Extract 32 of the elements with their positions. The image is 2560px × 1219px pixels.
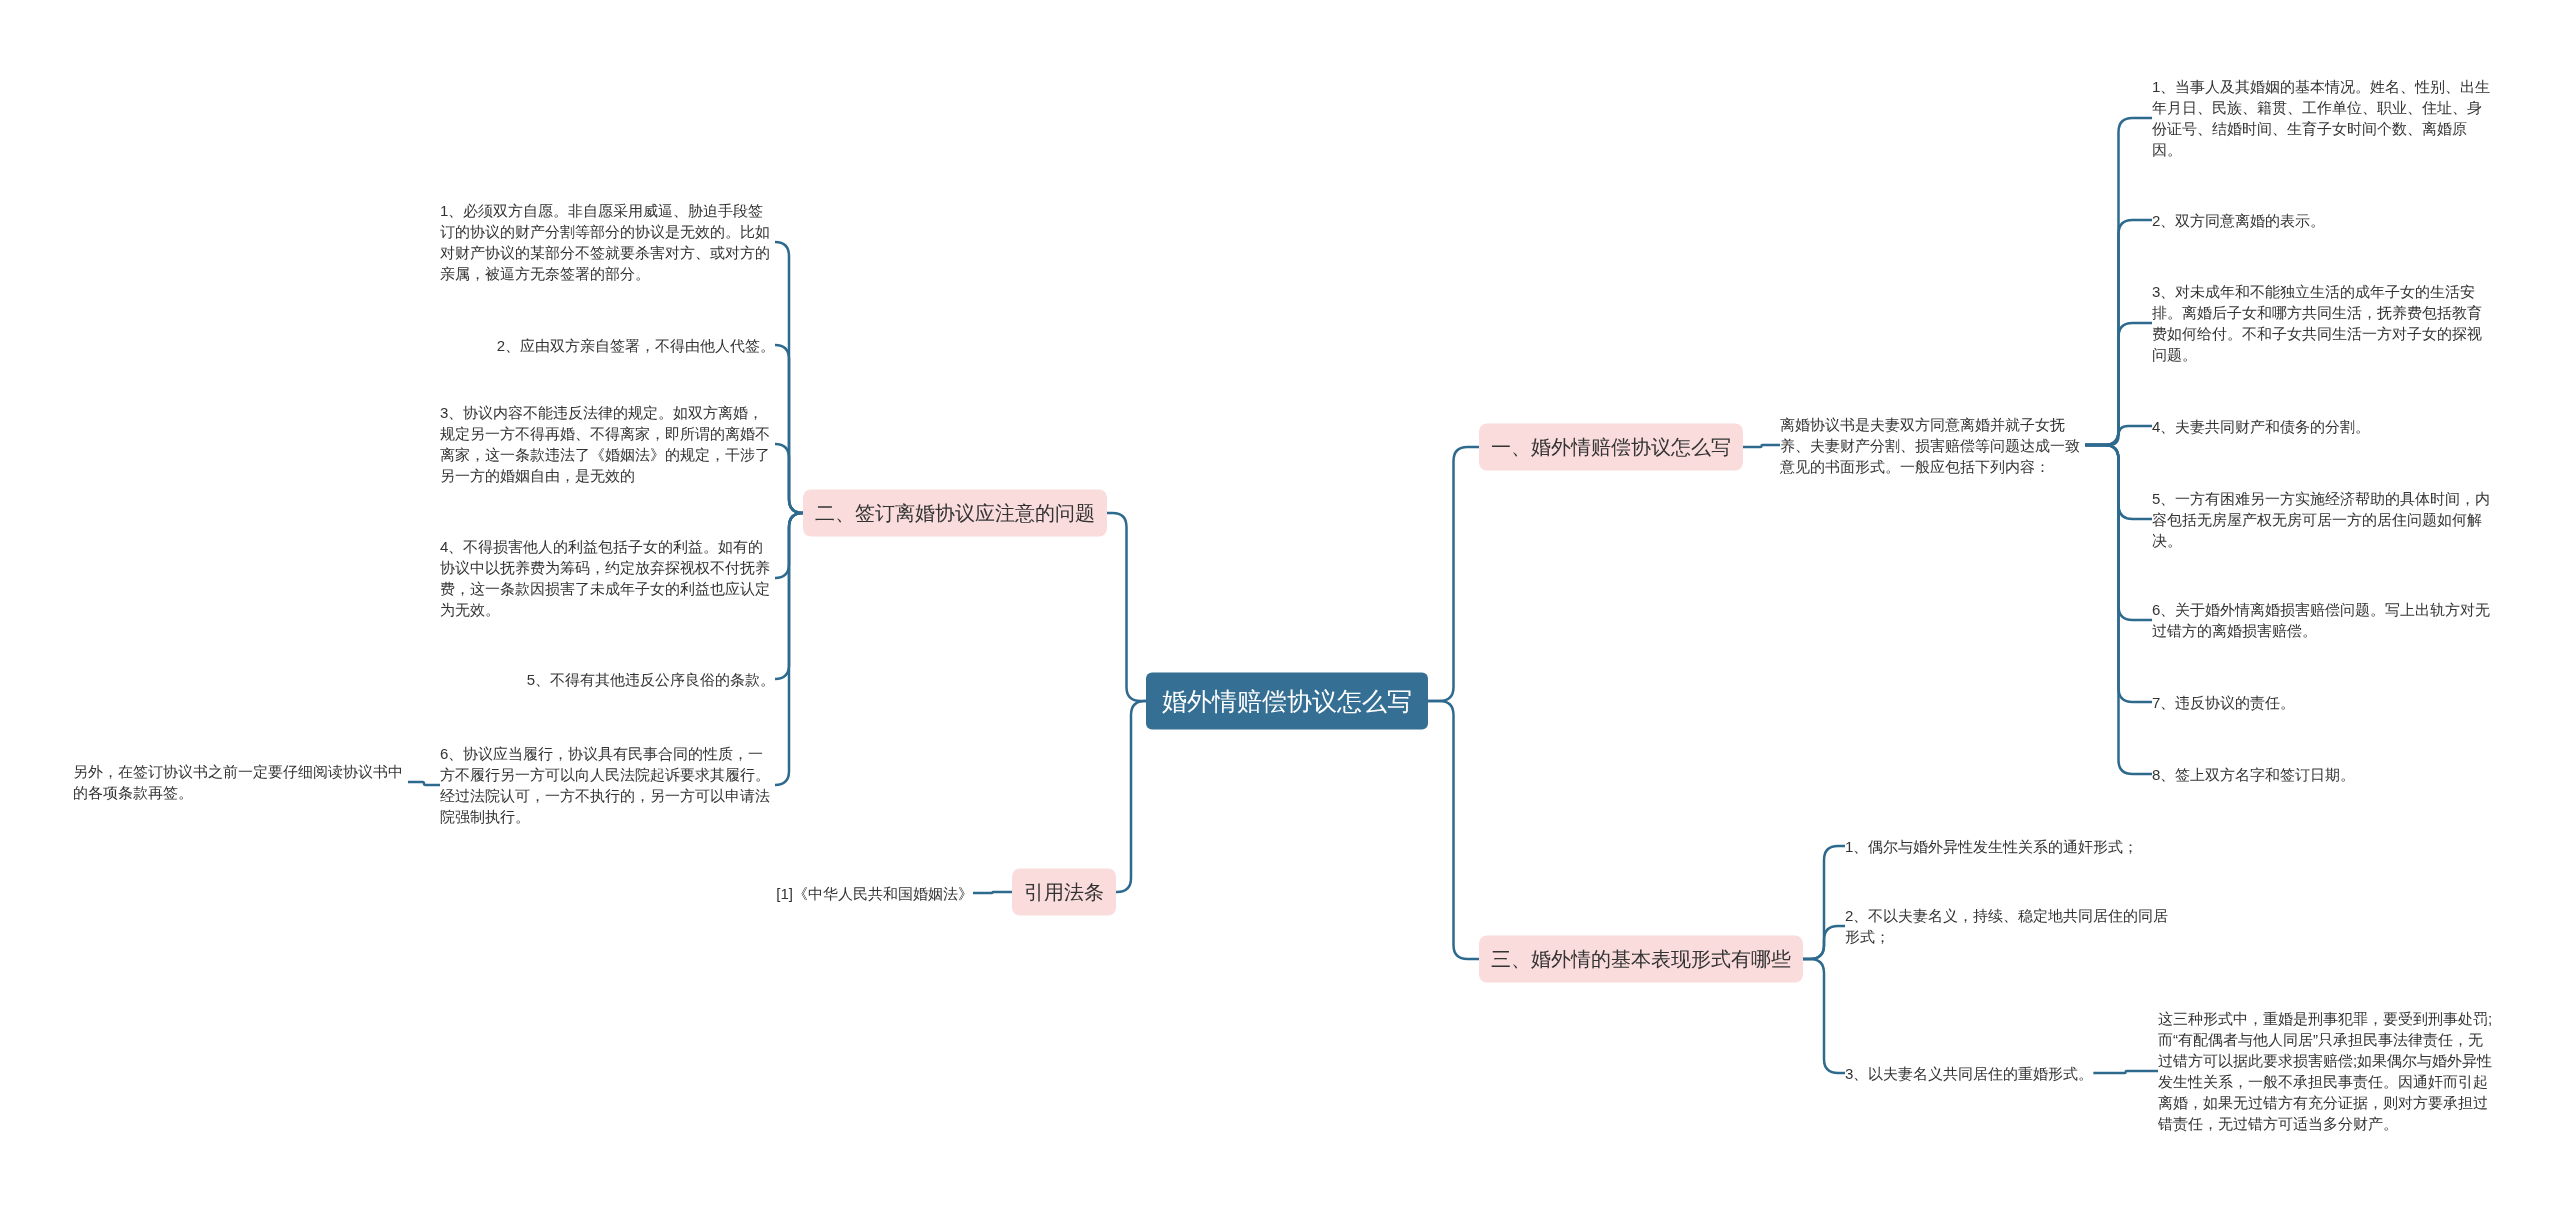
topic-text: 5、一方有困难另一方实施经济帮助的具体时间，内容包括无房屋产权无房可居一方的居住问题如何解决。 <box>2152 487 2492 551</box>
topic-text: 6、协议应当履行，协议具有民事合同的性质，一方不履行另一方可以向人民法院起诉要求其履行。经过法院认可，一方不执行的，另一方可以申请法院强制执行。 <box>440 743 775 827</box>
topic-text: 2、双方同意离婚的表示。 <box>2152 209 2326 231</box>
topic-text: 4、不得损害他人的利益包括子女的利益。如有的协议中以抚养费为筹码，约定放弃探视权不付抚养费，这一条款因损害了未成年子女的利益也应认定为无效。 <box>440 536 775 620</box>
topic-text: 7、违反协议的责任。 <box>2152 691 2296 713</box>
connector-line <box>1743 443 1780 449</box>
topic-text: 1、当事人及其婚姻的基本情况。姓名、性别、出生年月日、民族、籍贯、工作单位、职业、住址、身份证号、结婚时间、生育子女时间个数、离婚原因。 <box>2152 76 2492 160</box>
topic-text: [1]《中华人民共和国婚姻法》 <box>776 882 973 904</box>
connector-line <box>773 511 805 787</box>
topic-text: 4、夫妻共同财产和债务的分割。 <box>2152 415 2371 437</box>
topic-box: 一、婚外情赔偿协议怎么写 <box>1479 423 1743 471</box>
topic-text: 另外，在签订协议书之前一定要仔细阅读协议书中的各项条款再签。 <box>73 761 408 803</box>
topic-text: 这三种形式中，重婚是刑事犯罪，要受到刑事处罚;而“有配偶者与他人同居”只承担民事法律责任，无过错方可以据此要求损害赔偿;如果偶尔与婚外异性发生性关系，一般不承担民事责任。因通奸而引起离婚，如果无过错方有充分证据，则对方要承担过错责任，无过错方可适当多分财产。 <box>2158 1008 2493 1134</box>
topic-text: 1、偶尔与婚外异性发生性关系的通奸形式； <box>1845 835 2139 857</box>
topic-text: 1、必须双方自愿。非自愿采用威逼、胁迫手段签订的协议的财产分割等部分的协议是无效的。比如对财产协议的某部分不签就要杀害对方、或对方的亲属，被逼方无奈签署的部分。 <box>440 200 775 284</box>
connector-line <box>408 780 440 787</box>
topic-text: 6、关于婚外情离婚损害赔偿问题。写上出轨方对无过错方的离婚损害赔偿。 <box>2152 599 2492 641</box>
topic-text: 离婚协议书是夫妻双方同意离婚并就子女抚养、夫妻财产分割、损害赔偿等问题达成一致意见的书面形式。一般应包括下列内容： <box>1780 413 2085 477</box>
topic-text: 3、协议内容不能违反法律的规定。如双方离婚，规定另一方不得再婚、不得离家，即所谓的离婚不离家，这一条款违法了《婚姻法》的规定，干涉了另一方的婚姻自由，是无效的 <box>440 402 775 486</box>
topic-text: 2、不以夫妻名义，持续、稳定地共同居住的同居形式； <box>1845 905 2175 947</box>
connector-line <box>2085 443 2152 776</box>
topic-text: 8、签上双方名字和签订日期。 <box>2152 763 2356 785</box>
topic-box: 三、婚外情的基本表现形式有哪些 <box>1479 935 1803 983</box>
topic-box: 二、签订离婚协议应注意的问题 <box>803 489 1107 537</box>
topic-box: 引用法条 <box>1012 868 1116 916</box>
topic-text: 3、以夫妻名义共同居住的重婚形式。 <box>1845 1062 2094 1084</box>
root-topic-box: 婚外情赔偿协议怎么写 <box>1146 672 1428 730</box>
connector-line <box>2093 1069 2158 1075</box>
topic-text: 2、应由双方亲自签署，不得由他人代签。 <box>496 334 775 356</box>
connector-line <box>973 890 1012 895</box>
topic-text: 5、不得有其他违反公序良俗的条款。 <box>526 668 775 690</box>
topic-text: 3、对未成年和不能独立生活的成年子女的生活安排。离婚后子女和哪方共同生活，抚养费包括教育费如何给付。不和子女共同生活一方对子女的探视问题。 <box>2152 281 2492 365</box>
